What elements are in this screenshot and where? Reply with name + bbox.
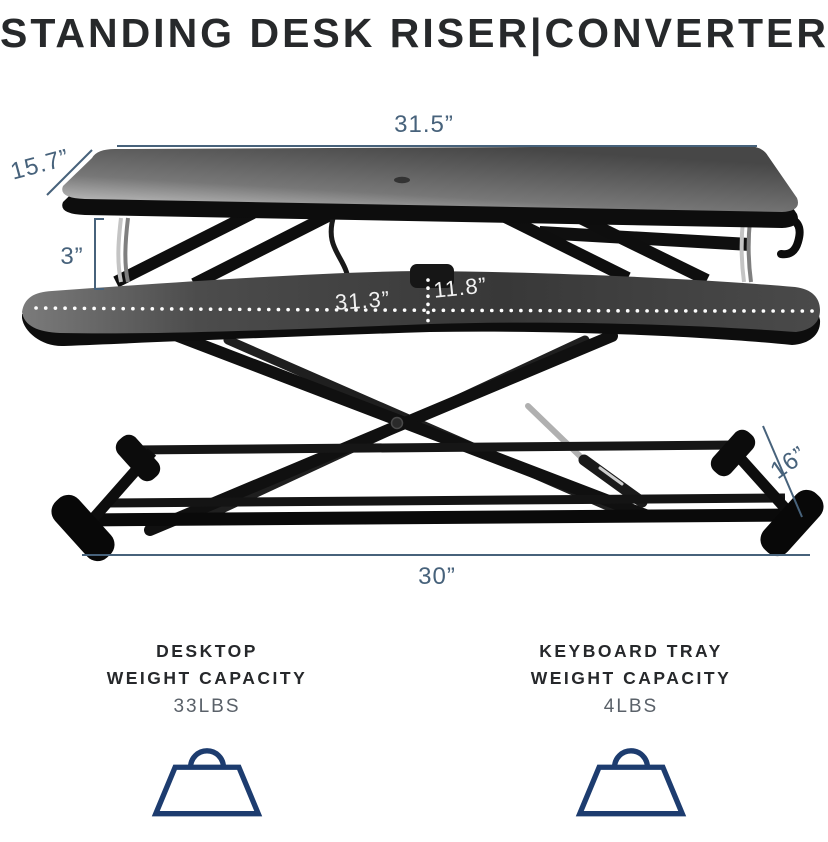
tray-clamp: [410, 264, 454, 288]
tray-surface: [22, 271, 820, 334]
dim-top-width-label: 31.5”: [394, 111, 454, 138]
product-figure: 31.3” 11.8” 31.5” 15.7” 3” 16” 30”: [0, 68, 828, 613]
dim-line-base-depth: [762, 425, 803, 518]
grommet-hole: [394, 176, 410, 184]
weight-icon: [28, 732, 386, 823]
rubber-foot-back-left: [115, 434, 161, 482]
rubber-foot-front-left: [51, 494, 115, 562]
weight-icon: [448, 732, 814, 823]
tray-width-dotted-line: [34, 306, 816, 313]
spec-title-line2: WEIGHT CAPACITY: [106, 668, 308, 688]
spec-desktop-capacity: DESKTOP WEIGHT CAPACITY 33LBS: [28, 638, 386, 823]
desktop-surface: [62, 145, 798, 212]
gas-spring-piston: [525, 403, 587, 463]
rubber-foot-back-right: [710, 429, 756, 477]
rubber-foot-front-right: [760, 489, 824, 557]
page-title: STANDING DESK RISER|CONVERTER: [0, 10, 828, 56]
spec-title-line1: KEYBOARD TRAY: [539, 641, 723, 661]
standing-desk-riser-illustration: 31.3” 11.8” 31.5” 15.7” 3” 16” 30”: [8, 111, 824, 590]
dim-tray-width-label: 31.3”: [334, 286, 391, 315]
dim-base-width-label: 30”: [418, 563, 456, 590]
desktop: [62, 145, 798, 228]
spec-title-line1: DESKTOP: [156, 641, 258, 661]
chrome-leg-right: [739, 219, 746, 283]
spec-value: 4LBS: [603, 696, 659, 717]
dim-bracket-riser-height: [94, 218, 104, 290]
scissor-frame: [144, 330, 654, 536]
spec-value: 33LBS: [173, 696, 241, 717]
scissor-pivot-bolt: [390, 416, 404, 430]
riser-structure: [113, 207, 804, 291]
spec-keyboard-tray-capacity: KEYBOARD TRAY WEIGHT CAPACITY 4LBS: [448, 638, 814, 823]
dim-line-top-depth: [46, 149, 93, 196]
dim-riser-height-label: 3”: [60, 243, 83, 270]
chrome-leg-left: [116, 217, 123, 283]
keyboard-tray: 31.3” 11.8”: [22, 264, 821, 347]
spec-title-line2: WEIGHT CAPACITY: [530, 668, 732, 688]
tray-slide-rail: [540, 226, 750, 251]
dim-tray-depth-label: 11.8”: [432, 272, 488, 302]
base-frame: [51, 429, 824, 562]
